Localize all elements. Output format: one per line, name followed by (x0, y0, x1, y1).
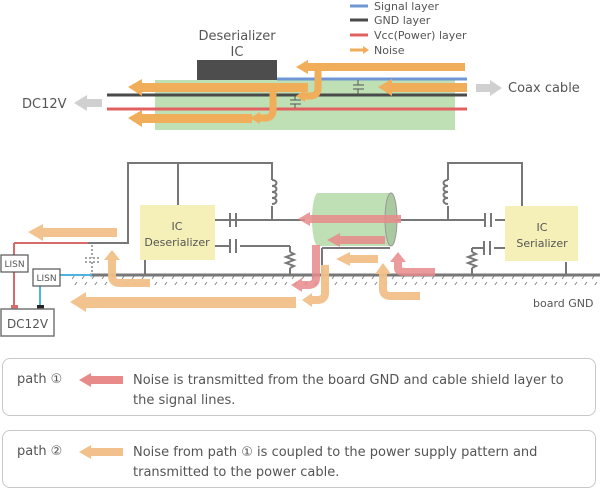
ic-deserializer-box (140, 205, 215, 260)
circuit-diagram: IC Deserializer IC Serializer LISN LISN … (0, 162, 600, 337)
path1-explanation-box: path ① Noise is transmitted from the boa… (2, 358, 596, 416)
coax-cable-label: Coax cable (508, 81, 580, 96)
dc12v-terminal-minus (37, 305, 44, 309)
lisn-label-2: LISN (36, 274, 56, 284)
dc12v-source-box (0, 308, 55, 337)
coupling-capacitor-icon (290, 80, 364, 108)
path1-label: path ① (17, 372, 63, 387)
lisn-box-1 (0, 254, 29, 273)
dc12v-terminal-plus (11, 305, 18, 309)
dotted-capacitor-icon (85, 245, 100, 274)
path2-noise-arrows (28, 224, 420, 312)
board-gnd-label: board GND (533, 297, 593, 310)
legend-noise-arrow-icon (350, 46, 369, 54)
path1-description: Noise is transmitted from the board GND … (133, 373, 564, 408)
path2-description: Noise from path ① is coupled to the powe… (133, 445, 538, 480)
path2-label: path ② (17, 444, 63, 459)
legend-label-gnd: GND layer (374, 14, 431, 27)
path1-arrow-icon (79, 373, 123, 387)
ic-serializer-box (505, 206, 578, 261)
deserializer-ic-label-line1: Deserializer (198, 29, 276, 44)
legend-label-vcc: Vcc(Power) layer (374, 29, 467, 42)
legend: Signal layer GND layer Vcc(Power) layer … (350, 0, 467, 57)
path2-explanation-box: path ② Noise from path ① is coupled to t… (2, 430, 596, 488)
path2-arrow-icon (79, 445, 123, 459)
noise-arrows-top (128, 60, 467, 127)
board-gnd-hatch (72, 276, 600, 285)
resistor-icon (283, 251, 479, 269)
pcb-cross-section: Deserializer IC (22, 29, 580, 130)
legend-label-signal: Signal layer (374, 0, 439, 13)
lisn-label-1: LISN (4, 260, 24, 270)
path1-noise-arrows (291, 212, 435, 292)
inductor-icon (271, 179, 449, 205)
ic-deserializer-label-line2: Deserializer (144, 236, 210, 249)
ic-deserializer-label-line1: IC (172, 220, 183, 233)
dc12v-direction-arrow-icon (74, 95, 102, 111)
lisn-box-2 (32, 268, 61, 287)
dc12v-label-top: DC12V (22, 97, 67, 112)
capacitor-icon (229, 213, 492, 255)
deserializer-ic-label-line2: IC (231, 45, 244, 60)
coax-direction-arrow-icon (476, 80, 502, 96)
deserializer-ic-chip (197, 60, 277, 80)
dc12v-source-label: DC12V (7, 317, 49, 331)
ic-serializer-label-line1: IC (537, 221, 548, 234)
circuit-wires (58, 162, 567, 276)
ic-serializer-label-line2: Serializer (516, 237, 568, 250)
legend-label-noise: Noise (374, 44, 405, 57)
